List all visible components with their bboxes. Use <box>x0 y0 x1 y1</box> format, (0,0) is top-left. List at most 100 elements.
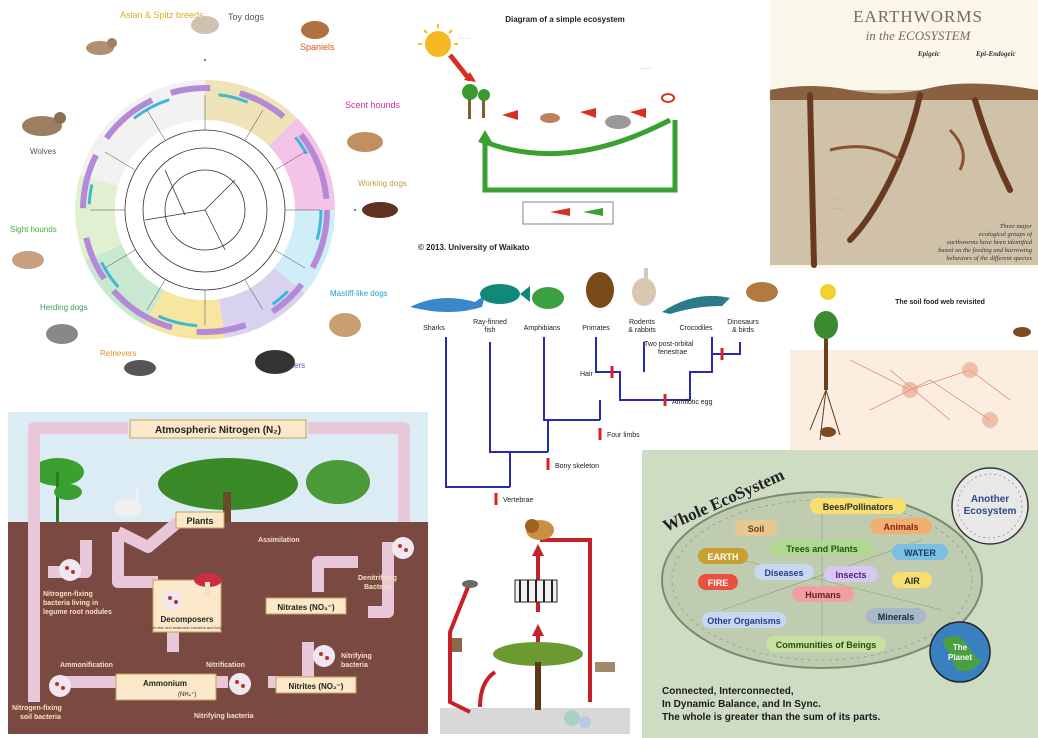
soil-food-web-panel: The soil food web revisited <box>790 270 1038 450</box>
sun-icon <box>418 24 458 57</box>
wolf-icon <box>22 112 66 136</box>
herding-dog-icon <box>46 324 78 344</box>
bubble-air: AIR <box>904 576 920 586</box>
bubble-diseases: Diseases <box>764 568 803 578</box>
label-spaniels: Spaniels <box>300 42 335 52</box>
bubble-trees: Trees and Plants <box>786 544 858 554</box>
tree-icon-2 <box>478 89 490 118</box>
deer-icon <box>452 638 462 652</box>
soil-food-web-title: The soil food web revisited <box>895 299 985 306</box>
bubble-bees: Bees/Pollinators <box>823 502 894 512</box>
trait-hair: Hair <box>580 371 594 378</box>
trait-four-limbs: Four limbs <box>607 432 640 439</box>
trait-bony-skeleton: Bony skeleton <box>555 463 599 470</box>
label-epi-endogeic: Epi-Endogeic <box>975 50 1016 58</box>
svg-text:· · · ·: · · · · <box>460 36 471 42</box>
taxon-sharks: Sharks <box>423 325 445 332</box>
dog-icon <box>86 38 117 55</box>
fish-icon <box>480 284 530 304</box>
spaniel-icon <box>301 21 329 39</box>
taxon-dinosaurs: Dinosaurs& birds <box>727 319 759 334</box>
bubble-communities: Communities of Beings <box>776 640 877 650</box>
footer-line2: In Dynamic Balance, and In Sync. <box>662 699 821 710</box>
frog-icon <box>532 287 564 309</box>
bird-icon <box>462 580 478 588</box>
bubble-humans: Humans <box>805 590 841 600</box>
rabbit-icon <box>632 268 656 306</box>
taxon-primates: Primates <box>582 325 610 332</box>
nitrogen-cycle-panel: Atmospheric Nitrogen (N₂) Plants Assimil… <box>8 412 428 734</box>
nitrifying-bacteria-bottom: Nitrifying bacteria <box>194 713 254 720</box>
bubble-insects: Insects <box>835 570 866 580</box>
insect-icon <box>540 113 560 123</box>
label-retrievers: Retrievers <box>100 349 136 358</box>
nitrification-label: Nitrification <box>206 662 245 669</box>
earthworms-subtitle: in the ECOSYSTEM <box>866 28 972 43</box>
toy-dog-icon <box>191 16 219 34</box>
mastiff-icon <box>329 313 361 337</box>
zebra-icon <box>515 580 557 602</box>
planet-earth-icon <box>930 622 990 682</box>
snail-icon <box>820 427 836 437</box>
food-chain-panel <box>440 512 630 734</box>
assimilation-label: Assimilation <box>258 537 300 544</box>
bubble-earth: EARTH <box>708 552 739 562</box>
atmospheric-nitrogen-label: Atmospheric Nitrogen (N₂) <box>155 425 281 436</box>
svg-text:· · · · · ·: · · · · · · <box>830 206 844 211</box>
rabbit-icon <box>114 488 142 517</box>
mole-icon <box>1013 327 1031 337</box>
bubble-fire: FIRE <box>708 578 729 588</box>
plants-label: Plants <box>186 516 213 526</box>
working-dog-icon <box>362 202 398 218</box>
ammonium-formula: (NH₄⁺) <box>178 691 196 698</box>
copyright-waikato: © 2013. University of Waikato <box>418 243 530 252</box>
bird-icon <box>746 282 778 302</box>
ecosystem-title: Diagram of a simple ecosystem <box>505 15 625 24</box>
fish-icon <box>605 115 631 129</box>
crocodile-icon <box>662 296 730 314</box>
lion-icon <box>525 519 554 540</box>
scent-hound-icon <box>347 132 383 152</box>
simple-ecosystem-panel: Diagram of a simple ecosystem · · · · · ·… <box>400 0 730 260</box>
nitrates-label: Nitrates (NO₃⁻) <box>277 603 335 612</box>
terrier-icon <box>255 350 295 374</box>
label-mastiff-like: Mastiff-like dogs <box>330 289 388 298</box>
taxon-rodents: Rodents& rabbits <box>628 319 656 334</box>
bubble-water: WATER <box>904 548 936 558</box>
taxon-amphibians: Amphibians <box>524 325 561 332</box>
tree-icon <box>462 84 478 119</box>
ammonification-label: Ammonification <box>60 662 113 669</box>
label-scent-hounds: Scent hounds <box>345 100 401 110</box>
earthworms-panel: EARTHWORMS in the ECOSYSTEM Epigeic Epi-… <box>770 0 1038 268</box>
label-epigeic: Epigeic <box>917 50 940 58</box>
earthworms-title: EARTHWORMS <box>853 7 983 26</box>
trait-vertebrae: Vertebrae <box>503 497 533 504</box>
label-wolves: Wolves <box>30 147 56 156</box>
retriever-icon <box>124 360 156 376</box>
bubble-minerals: Minerals <box>878 612 915 622</box>
sun-icon <box>820 284 836 300</box>
bubble-animals: Animals <box>883 522 918 532</box>
trait-amniotic-egg: Amniotic egg <box>672 399 713 406</box>
decomposers-sub: (aerobic and anaerobic bacteria and fung… <box>149 625 225 630</box>
svg-text:· · · ·: · · · · <box>640 66 651 72</box>
label-herding-dogs: Herding dogs <box>40 303 88 312</box>
footer-line3: The whole is greater than the sum of its… <box>662 712 881 723</box>
chain-icon <box>662 94 674 102</box>
decomposers-label: Decomposers <box>161 615 214 624</box>
sight-hound-icon <box>12 251 44 269</box>
dog-breed-tree-panel: Asian & Spitz breeds Toy dogs Spaniels S… <box>0 0 425 400</box>
shark-icon <box>410 295 485 312</box>
label-asian-spitz: Asian & Spitz breeds <box>120 10 204 20</box>
acacia-tree-icon <box>493 642 583 710</box>
bubble-soil: Soil <box>748 524 765 534</box>
svg-text:· · · · · ·: · · · · · · <box>830 196 844 201</box>
label-toy-dogs: Toy dogs <box>228 12 265 22</box>
bubble-other: Other Organisms <box>707 616 781 626</box>
nitrites-label: Nitrites (NO₂⁻) <box>289 682 344 691</box>
taxon-crocodiles: Crocodiles <box>679 325 713 332</box>
